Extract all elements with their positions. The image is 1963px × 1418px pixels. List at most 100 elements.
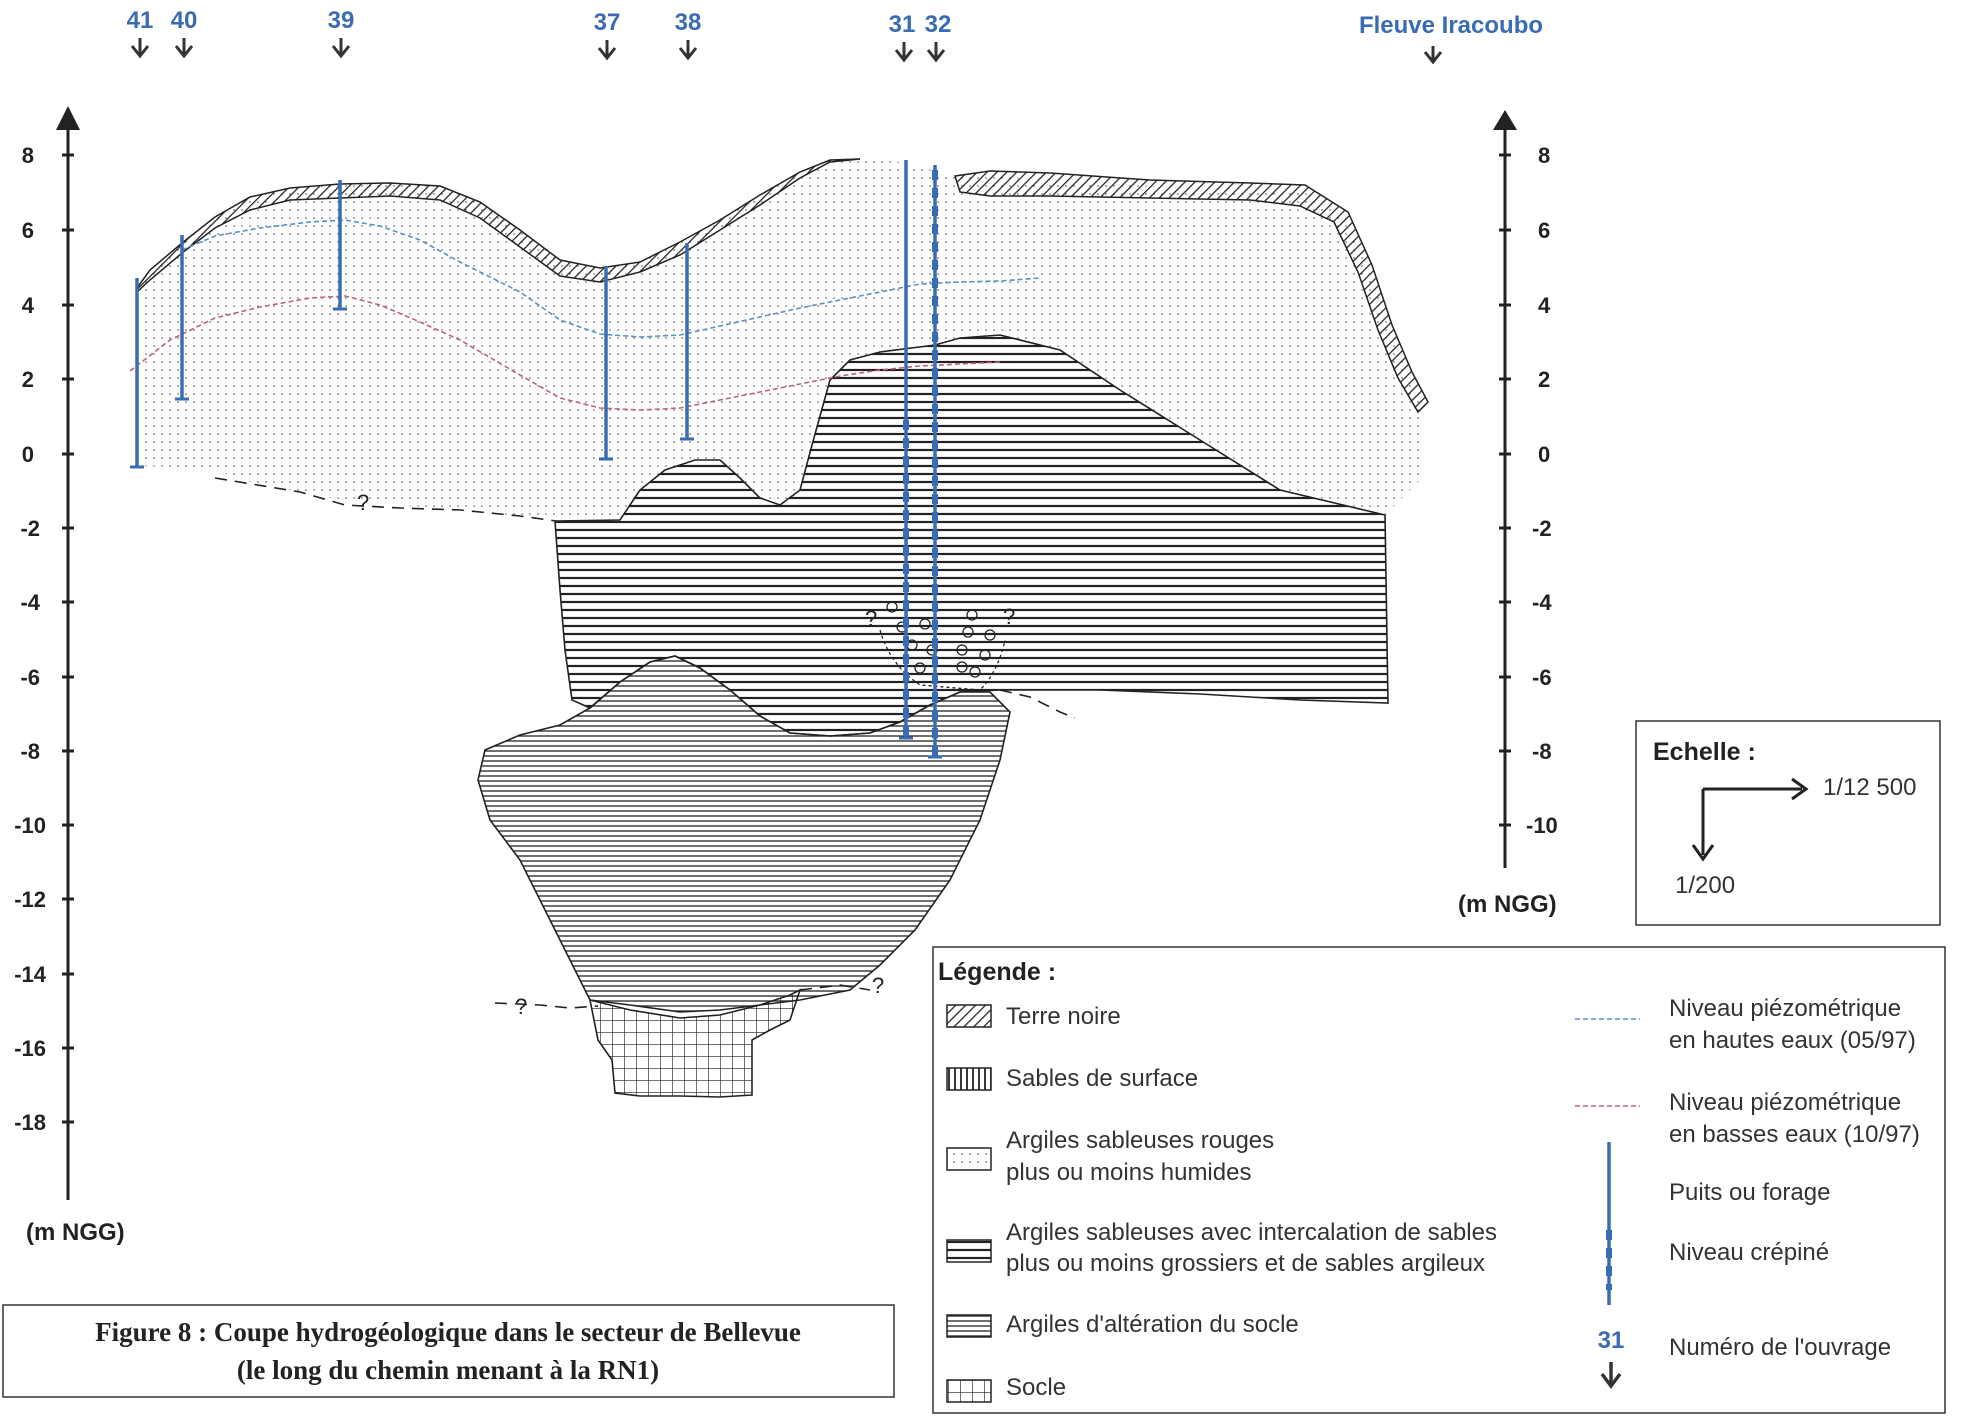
bedrock-layer xyxy=(588,988,802,1098)
legend-high-water-line2: en hautes eaux (05/97) xyxy=(1669,1027,1916,1054)
well-marker-40: 40 xyxy=(171,7,197,59)
legend-low-water-line2: en basses eaux (10/97) xyxy=(1669,1121,1920,1148)
legend-black-earth: Terre noire xyxy=(1006,1003,1121,1030)
down-arrow-icon xyxy=(174,38,194,59)
left-tick-m10: -10 xyxy=(14,813,46,838)
well-marker-38: 38 xyxy=(675,9,702,61)
left-tick-m6: -6 xyxy=(20,665,40,690)
legend-interbedded-clay-line1: Argiles sableuses avec intercalation de … xyxy=(1006,1219,1497,1246)
left-tick-2: 2 xyxy=(22,367,34,392)
well-number-32: 32 xyxy=(925,11,952,38)
unknown-marker: ? xyxy=(515,994,527,1019)
right-tick-m10: -10 xyxy=(1526,813,1558,838)
down-arrow-icon xyxy=(597,40,617,61)
uncertain-boundary-upper xyxy=(214,477,557,522)
right-tick-8: 8 xyxy=(1538,143,1550,168)
up-arrow-icon xyxy=(1493,110,1517,130)
left-tick-0: 0 xyxy=(22,442,34,467)
red-sandy-clay-layer xyxy=(137,159,1425,521)
bedrock-swatch xyxy=(946,1379,992,1403)
well-number-38: 38 xyxy=(675,9,702,36)
right-tick-m2: -2 xyxy=(1532,516,1552,541)
left-tick-m16: -16 xyxy=(14,1036,46,1061)
weathering-clay-swatch xyxy=(946,1314,992,1338)
well-markers: 41 40 39 37 38 31 32 Fleuve Iracoubo xyxy=(127,7,1543,65)
down-arrow-icon xyxy=(130,38,150,59)
right-tick-m8: -8 xyxy=(1532,739,1552,764)
left-tick-m14: -14 xyxy=(14,962,47,987)
right-tick-4: 4 xyxy=(1538,293,1551,318)
scale-vertical: 1/200 xyxy=(1675,872,1735,899)
down-arrow-icon xyxy=(894,42,914,63)
right-tick-2: 2 xyxy=(1538,367,1550,392)
right-tick-m4: -4 xyxy=(1532,590,1552,615)
figure-caption: Figure 8 : Coupe hydrogéologique dans le… xyxy=(2,1304,895,1398)
down-arrow-icon xyxy=(1691,789,1715,862)
caption-line1: Figure 8 : Coupe hydrogéologique dans le… xyxy=(95,1317,801,1347)
legend-title: Légende : xyxy=(938,958,1056,986)
down-arrow-icon xyxy=(1600,1362,1622,1389)
well-number-31: 31 xyxy=(889,11,916,38)
right-elevation-axis: 8 6 4 2 0 -2 -4 -6 -8 -10 (m NGG) xyxy=(1458,110,1558,918)
wells xyxy=(130,160,942,759)
well-marker-31: 31 xyxy=(889,11,916,63)
left-elevation-axis: 8 6 4 2 0 -2 -4 -6 -8 -10 -12 -14 -16 -1… xyxy=(14,106,125,1246)
right-tick-6: 6 xyxy=(1538,218,1550,243)
red-sandy-clay-swatch xyxy=(946,1147,992,1171)
well-marker-39: 39 xyxy=(328,7,355,59)
down-arrow-icon xyxy=(678,40,698,61)
low-water-level-line xyxy=(129,295,1001,411)
gravel-lens-boundary xyxy=(879,629,1006,691)
surface-sand-swatch xyxy=(946,1067,992,1091)
legend-high-water-line1: Niveau piézométrique xyxy=(1669,995,1901,1022)
scale-box: Echelle : 1/12 500 1/200 xyxy=(1635,720,1941,926)
left-tick-6: 6 xyxy=(22,218,34,243)
unknown-marker: ? xyxy=(1003,604,1015,629)
scale-horizontal: 1/12 500 xyxy=(1823,774,1916,801)
bedrock-weathering-clay-layer xyxy=(477,655,1011,1013)
legend-red-sandy-clay-line2: plus ou moins humides xyxy=(1006,1159,1251,1186)
left-tick-4: 4 xyxy=(22,293,35,318)
right-arrow-icon xyxy=(1703,777,1809,801)
river-label: Fleuve Iracoubo xyxy=(1359,12,1543,39)
up-arrow-icon xyxy=(56,106,80,130)
unknown-marker: ? xyxy=(357,490,369,515)
left-tick-m2: -2 xyxy=(20,516,40,541)
river-marker: Fleuve Iracoubo xyxy=(1359,12,1543,65)
right-axis-unit: (m NGG) xyxy=(1458,891,1557,918)
uncertain-boundary-lower xyxy=(494,984,871,1009)
right-tick-0: 0 xyxy=(1538,442,1550,467)
left-tick-m18: -18 xyxy=(14,1110,46,1135)
legend-interbedded-clay-line2: plus ou moins grossiers et de sables arg… xyxy=(1006,1250,1485,1277)
left-tick-m4: -4 xyxy=(20,590,40,615)
legend-bedrock: Socle xyxy=(1006,1374,1066,1401)
black-earth-swatch xyxy=(946,1004,992,1028)
legend-well: Puits ou forage xyxy=(1669,1179,1830,1206)
black-earth-layer-right xyxy=(954,170,1429,414)
legend-screen: Niveau crépiné xyxy=(1669,1239,1829,1266)
well-marker-41: 41 xyxy=(127,7,154,59)
interbedded-clay-swatch xyxy=(946,1239,992,1263)
left-axis-unit: (m NGG) xyxy=(26,1219,125,1246)
unknown-marker: ? xyxy=(872,973,884,998)
unknown-marker: ? xyxy=(865,606,877,631)
well-number-39: 39 xyxy=(328,7,355,34)
left-tick-m8: -8 xyxy=(20,739,40,764)
black-earth-layer-left xyxy=(136,158,861,294)
legend-surface-sand: Sables de surface xyxy=(1006,1065,1198,1092)
legend-weathering-clay: Argiles d'altération du socle xyxy=(1006,1311,1299,1338)
well-marker-32: 32 xyxy=(925,11,952,63)
left-tick-8: 8 xyxy=(22,143,34,168)
well-marker-37: 37 xyxy=(594,9,621,61)
down-arrow-icon xyxy=(926,42,946,63)
well-number-37: 37 xyxy=(594,9,621,36)
legend: Légende : Terre noire Sables de surface … xyxy=(932,946,1946,1414)
legend-number-label: Numéro de l'ouvrage xyxy=(1669,1334,1891,1361)
well-number-41: 41 xyxy=(127,7,154,34)
caption-line2: (le long du chemin menant à la RN1) xyxy=(237,1355,659,1385)
left-tick-m12: -12 xyxy=(14,887,46,912)
legend-red-sandy-clay-line1: Argiles sableuses rouges xyxy=(1006,1127,1274,1154)
legend-number-example: 31 xyxy=(1598,1327,1625,1354)
down-arrow-icon xyxy=(1423,46,1443,65)
